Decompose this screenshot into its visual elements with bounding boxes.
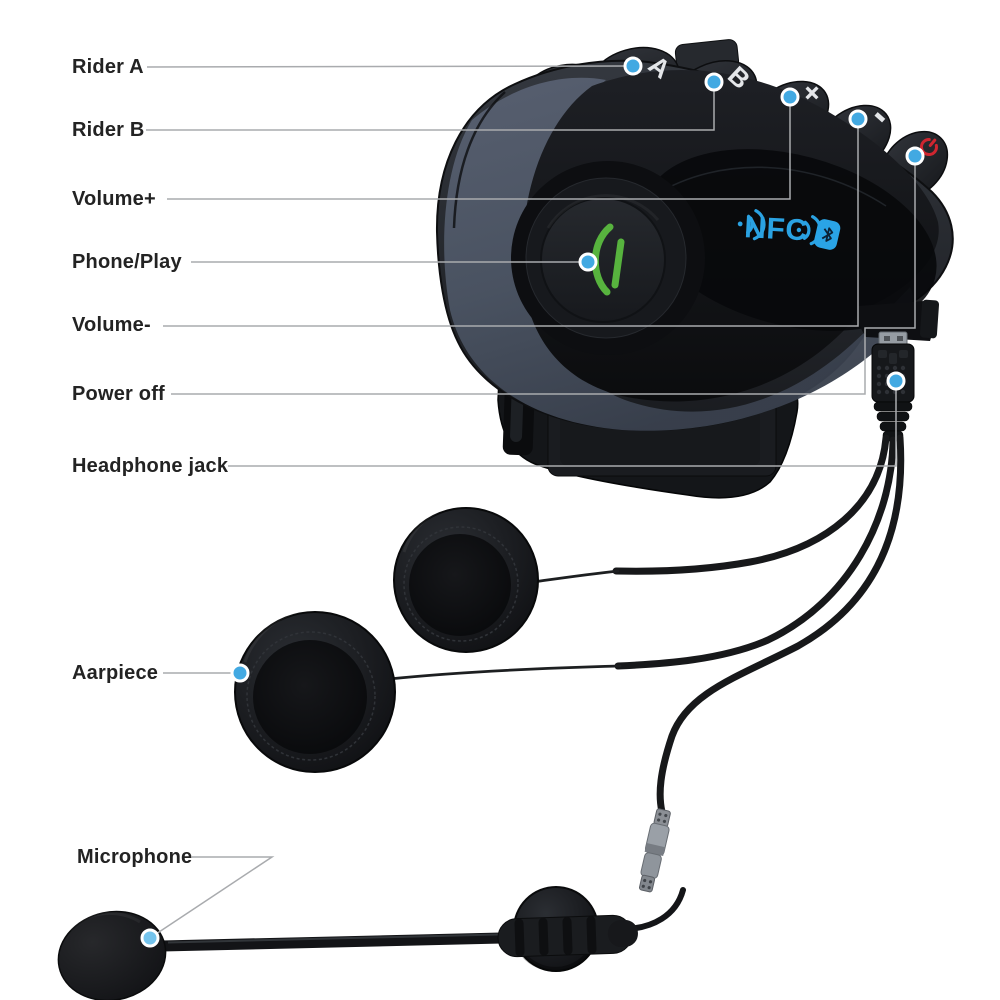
cable-to-left-earpiece: [614, 436, 897, 670]
callout-dot-earpiece: [230, 663, 250, 683]
callout-dot-phone-play: [578, 252, 598, 272]
callout-line-volume-plus: [167, 97, 791, 200]
label-earpiece: Aarpiece: [72, 662, 159, 684]
label-volume-minus: Volume-: [72, 314, 151, 336]
strain-relief-ribs: [873, 401, 913, 442]
mic-boom-arm: [156, 932, 508, 952]
microphone-assembly: [57, 886, 638, 1000]
power-icon: [920, 138, 938, 157]
left-earpiece-speaker: [234, 607, 396, 773]
joiner-to-mic-cable: [623, 887, 686, 932]
callout-dot-rider-a: [623, 56, 643, 76]
callout-line-power-off: [171, 156, 916, 395]
shell-crease-left: [452, 91, 506, 229]
callout-lines: [146, 65, 916, 939]
nfc-signal-waves-left-icon: [737, 209, 766, 241]
jack-port-housing: [857, 299, 940, 341]
cable-to-microphone: [656, 434, 905, 816]
cable-to-right-earpiece: [612, 434, 890, 575]
callout-line-rider-b: [146, 82, 715, 131]
callout-dot-microphone: [140, 928, 160, 948]
cable-bundle: [612, 434, 905, 816]
label-phone-play: Phone/Play: [72, 251, 182, 273]
slate-rim-accent: [444, 77, 913, 431]
callout-line-rider-a: [146, 65, 634, 68]
callout-dot-power-off: [905, 146, 925, 166]
label-microphone: Microphone: [77, 846, 193, 868]
callout-dot-headphone-jack: [886, 371, 906, 391]
glossy-panel: [643, 149, 937, 331]
label-rider-b: Rider B: [72, 119, 145, 141]
nfc-bluetooth-cluster: NFC: [737, 209, 841, 250]
right-earpiece-wire: [531, 569, 620, 584]
label-volume-plus: Volume+: [72, 188, 156, 210]
phone-play-button: [511, 161, 705, 355]
right-earpiece-speaker: [393, 502, 539, 653]
inline-cable-connector: [638, 808, 671, 893]
label-headphone-jack: Headphone jack: [72, 455, 229, 477]
bluetooth-icon: [814, 219, 841, 250]
glossy-panel-highlight: [654, 166, 887, 207]
callout-line-microphone: [149, 856, 275, 939]
callout-dot-volume-plus: [780, 87, 800, 107]
label-rider-a: Rider A: [72, 56, 144, 78]
callout-line-volume-minus: [163, 119, 859, 327]
earpiece-wires: [387, 569, 622, 681]
callout-line-headphone-jack: [228, 381, 897, 467]
left-earpiece-wire: [387, 664, 622, 681]
callout-dot-rider-b: [704, 72, 724, 92]
callout-dots: [140, 56, 925, 948]
mic-foam-windscreen: [57, 910, 167, 1000]
callout-dot-volume-minus: [848, 109, 868, 129]
boom-ribbed-sleeve: [497, 914, 638, 958]
label-power-off: Power off: [72, 383, 165, 405]
intercom-device: NFC A B + -: [435, 39, 954, 499]
